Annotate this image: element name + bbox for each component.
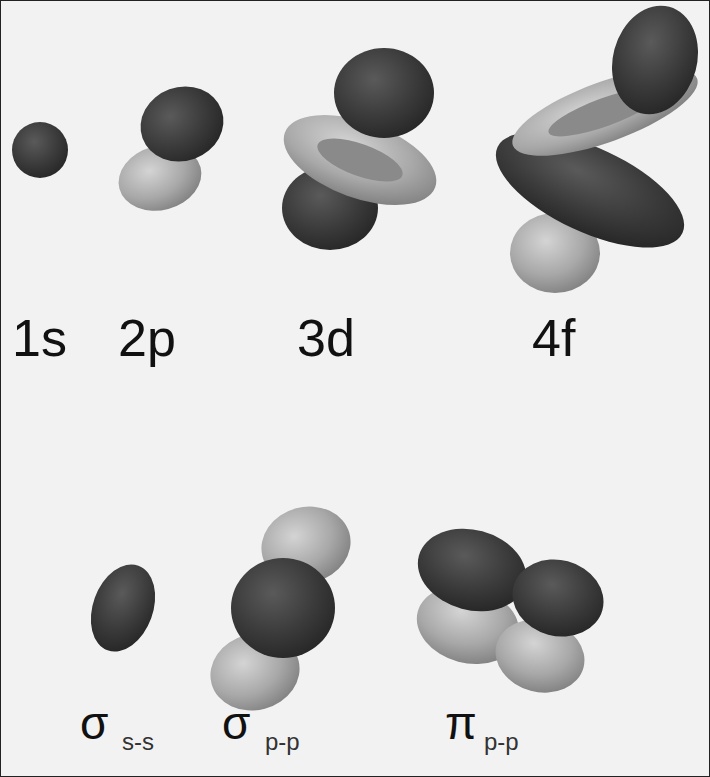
orbital-label: 3d <box>297 312 355 364</box>
orbital-label: 4f <box>532 312 575 364</box>
bond-subscript: s-s <box>122 730 154 754</box>
bond-symbol: σ <box>80 700 108 746</box>
bond-symbol: π <box>445 700 477 746</box>
bond-subscript: p-p <box>484 730 519 754</box>
orbital-label: 1s <box>12 312 67 364</box>
bond-subscript: p-p <box>265 730 300 754</box>
orbital-label: 2p <box>118 312 176 364</box>
bond-symbol: σ <box>222 700 250 746</box>
